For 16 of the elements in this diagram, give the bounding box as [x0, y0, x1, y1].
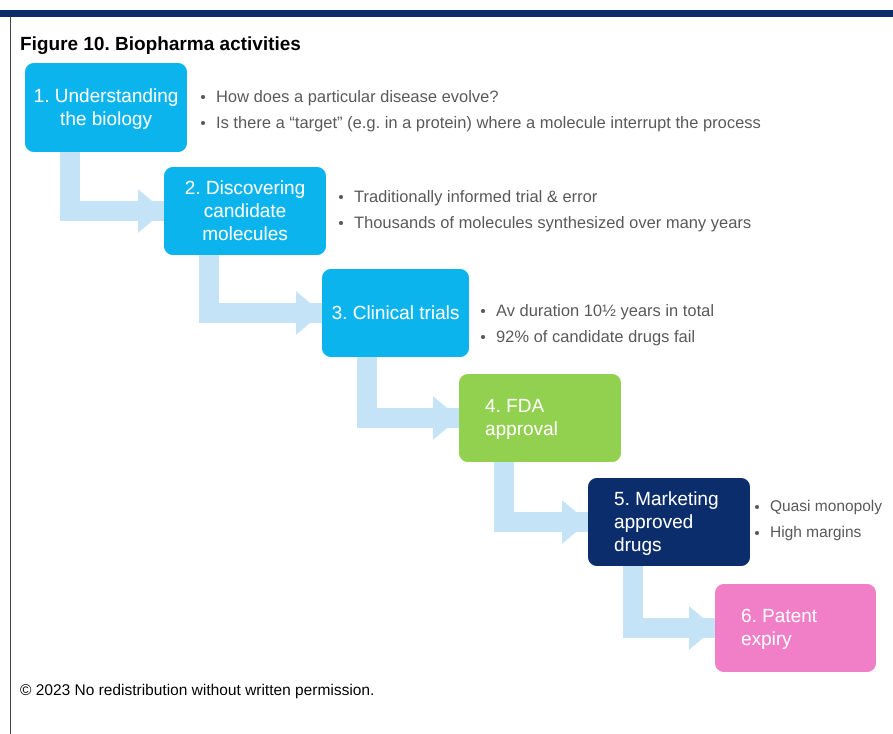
step-box: 5. Marketing approved drugs [588, 478, 750, 566]
bullet-point: Thousands of molecules synthesized over many years [354, 213, 752, 234]
bullet-point: High margins [770, 523, 862, 543]
step-box: 1. Understanding the biology [25, 63, 187, 152]
bullet-point: 92% of candidate drugs fail [496, 327, 696, 348]
bullet-point: How does a particular disease evolve? [216, 87, 498, 108]
step-box: 4. FDA approval [459, 374, 621, 462]
step-box: 3. Clinical trials [322, 269, 469, 357]
step-box: 2. Discovering candidate molecules [164, 167, 326, 255]
figure-title: Figure 10. Biopharma activities [20, 34, 301, 56]
bullet-point: Traditionally informed trial & error [354, 187, 598, 208]
copyright-note: © 2023 No redistribution without written permission. [20, 682, 374, 700]
step-box: 6. Patent expiry [715, 584, 876, 672]
bullet-point: Av duration 10½ years in total [496, 301, 714, 322]
bullet-point: Quasi monopoly [770, 497, 882, 517]
bullet-point: Is there a “target” (e.g. in a protein) where a molecule interrupt the process [216, 113, 761, 134]
